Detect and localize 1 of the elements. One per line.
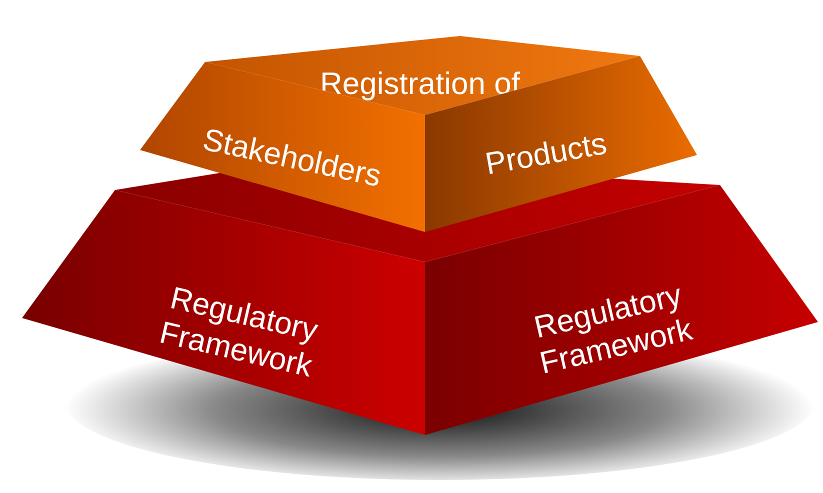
face-label: Products xyxy=(482,124,610,184)
